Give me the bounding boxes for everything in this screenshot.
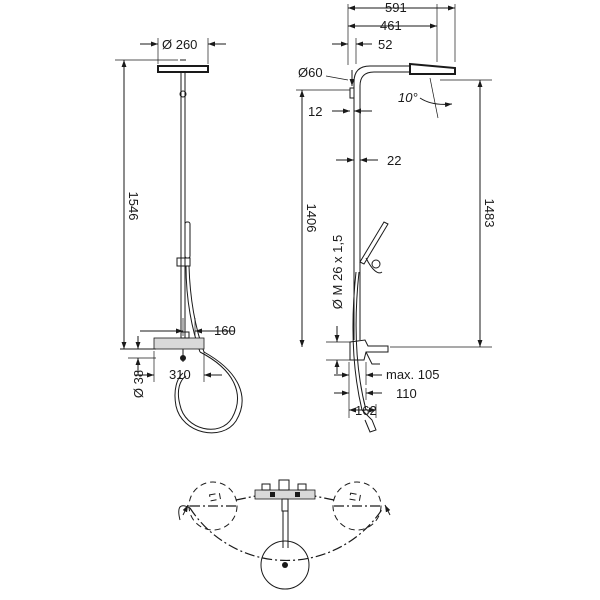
dim-connection-diameter: Ø 38 <box>131 370 146 398</box>
side-view-dimensions: 591 461 52 Ø60 10° 1406 12 22 1483 <box>296 0 497 418</box>
dim-thread: Ø M 26 x 1,5 <box>330 235 345 309</box>
dim-height-1483: 1483 <box>482 199 497 228</box>
thermostat-mixer-front <box>153 337 205 350</box>
head-position-left <box>188 481 238 531</box>
dim-tube-width: 22 <box>387 153 401 168</box>
dim-arm-projection-inner: 461 <box>380 18 402 33</box>
shower-head-top <box>260 540 310 590</box>
dim-connection-spacing: 310 <box>169 367 191 382</box>
dim-mixer-width: 160 <box>214 323 236 338</box>
dim-head-tilt: 10° <box>398 90 418 105</box>
front-view <box>120 59 243 434</box>
dim-spout-110: 110 <box>396 386 417 401</box>
slider <box>176 257 191 267</box>
dim-height-1406: 1406 <box>304 204 319 233</box>
dim-height-total-left: 1546 <box>126 192 141 221</box>
dim-wall-offset: 52 <box>378 37 392 52</box>
dim-tube-offset: 12 <box>308 104 322 119</box>
dim-head-diameter: Ø 260 <box>162 37 197 52</box>
head-position-right <box>332 481 382 531</box>
shower-head-side <box>409 62 456 75</box>
dim-spout-162: 162 <box>355 403 377 418</box>
thermostat-mixer-top <box>254 489 316 500</box>
shower-head-front <box>157 65 209 73</box>
dim-max-projection: max. 105 <box>386 367 439 382</box>
hand-shower-side <box>359 221 389 265</box>
dim-pipe-diameter: Ø60 <box>298 65 323 80</box>
hand-shower <box>184 221 191 259</box>
top-view <box>178 479 391 590</box>
front-view-dimensions: Ø 260 1546 160 310 Ø 38 <box>115 37 236 398</box>
thermostat-mixer-side <box>349 339 389 361</box>
dim-arm-projection: 591 <box>385 0 407 15</box>
